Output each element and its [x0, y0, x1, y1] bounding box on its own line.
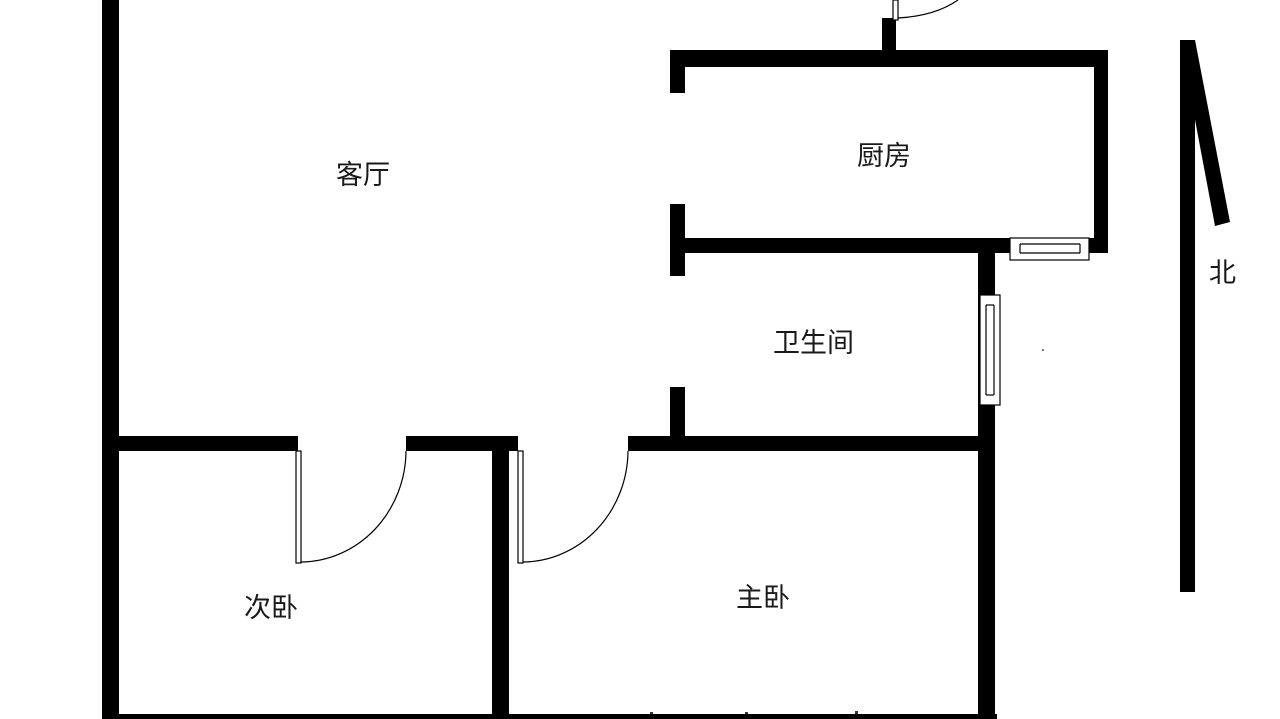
room-label-kitchen: 厨房 — [857, 141, 911, 172]
room-label-bathroom: 卫生间 — [773, 328, 854, 359]
compass-north-label: 北 — [1209, 258, 1236, 289]
wall-left — [102, 0, 119, 719]
window-kitchen — [1009, 237, 1090, 261]
windows — [979, 237, 1090, 406]
north-arrow — [1180, 40, 1230, 592]
wall-bedroom-divider — [492, 436, 509, 719]
north-arrow-head — [1180, 40, 1230, 226]
room-label-living-room: 客厅 — [336, 160, 390, 191]
stray-mark — [1042, 349, 1044, 351]
wall-kitchen-left-bottom — [670, 204, 685, 276]
room-label-master-bedroom: 主卧 — [736, 583, 790, 614]
wall-kitchen-top — [670, 50, 1108, 67]
walls — [102, 0, 1108, 719]
bottom-marks — [650, 711, 858, 714]
wall-kitchen-bottom — [670, 238, 1108, 253]
wall-living-bedroom-seg3 — [628, 436, 988, 451]
wall-bathroom-left-stub — [670, 387, 685, 451]
window-bathroom — [979, 294, 1001, 406]
wall-living-bedroom-seg2 — [406, 436, 518, 451]
wall-kitchen-left-top — [670, 50, 685, 93]
doors — [295, 0, 959, 564]
door-entrance — [892, 0, 959, 21]
room-label-second-bedroom: 次卧 — [244, 593, 298, 624]
door-master-bedroom — [517, 450, 629, 564]
wall-entrance-stub — [882, 18, 896, 52]
north-arrow-shaft — [1180, 40, 1195, 592]
wall-kitchen-right — [1094, 50, 1108, 253]
wall-living-bedroom-seg1 — [102, 436, 298, 451]
wall-bottom — [102, 714, 997, 719]
door-second-bedroom — [295, 450, 407, 564]
